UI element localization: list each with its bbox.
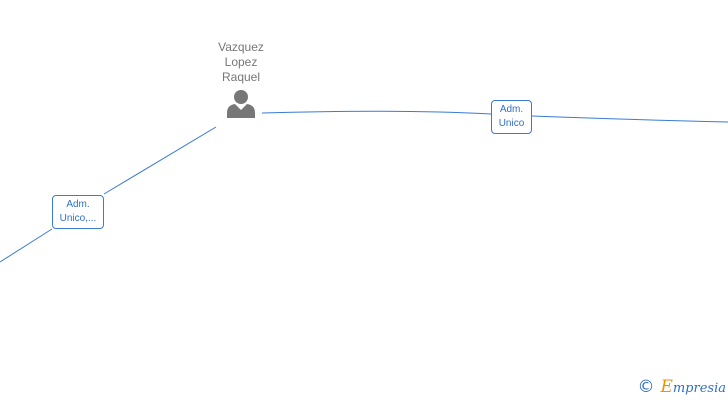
person-name-line-2: Lopez: [224, 55, 258, 69]
person-icon: [227, 90, 255, 118]
person-name-line-3: Raquel: [221, 70, 261, 84]
relation-label-line-2: Unico: [498, 118, 525, 129]
relation-label-line-1: Adm.: [66, 199, 90, 210]
person-name: Vazquez Lopez Raquel: [196, 40, 286, 85]
empresia-logo: Empresia: [660, 377, 726, 397]
person-node[interactable]: Vazquez Lopez Raquel: [196, 40, 286, 118]
brand-name: mpresia: [672, 381, 726, 396]
empresia-brand[interactable]: © Empresia: [637, 377, 726, 397]
person-name-line-1: Vazquez: [218, 40, 264, 54]
edge-person-to-left-company: [0, 126, 217, 263]
relation-label-line-2: Unico,...: [59, 213, 97, 224]
relation-label-adm-unico-more[interactable]: Adm. Unico,...: [52, 195, 104, 229]
copyright-icon: ©: [637, 376, 655, 397]
relation-label-line-1: Adm.: [499, 104, 524, 115]
relation-label-adm-unico[interactable]: Adm. Unico: [491, 100, 532, 134]
brand-initial: E: [660, 377, 673, 397]
